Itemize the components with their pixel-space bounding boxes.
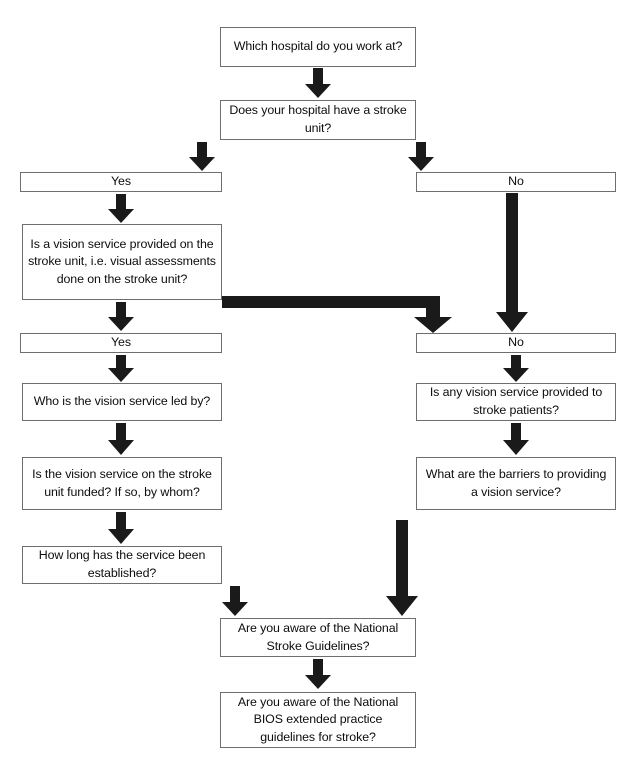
node-any-vision-service: Is any vision service provided to stroke…	[416, 383, 616, 421]
arrow-any-vision-to-barriers	[503, 423, 529, 455]
node-national-stroke-guidelines: Are you aware of the National Stroke Gui…	[220, 618, 416, 657]
node-which-hospital: Which hospital do you work at?	[220, 27, 416, 67]
node-answer-vision-yes: Yes	[20, 333, 222, 353]
arrow-how-long-to-national-guidelines	[222, 586, 248, 616]
node-answer-stroke-unit-yes: Yes	[20, 172, 222, 192]
arrow-barriers-to-national-guidelines-long	[386, 520, 418, 616]
arrow-vision-yes-to-led-by	[108, 355, 134, 382]
arrow-stroke-unit-to-no	[408, 142, 434, 171]
arrow-led-by-to-funded	[108, 423, 134, 455]
node-barriers: What are the barriers to providing a vis…	[416, 457, 616, 510]
node-how-long-established: How long has the service been establishe…	[22, 546, 222, 584]
arrow-vision-question-to-no-elbow	[222, 293, 452, 333]
node-has-stroke-unit: Does your hospital have a stroke unit?	[220, 100, 416, 140]
node-bios-guidelines: Are you aware of the National BIOS exten…	[220, 692, 416, 748]
arrow-hospital-to-stroke-unit	[305, 68, 331, 98]
node-service-funded: Is the vision service on the stroke unit…	[22, 457, 222, 510]
arrow-vision-no-to-any-vision	[503, 355, 529, 382]
arrow-no-to-vision-no-long	[496, 193, 528, 332]
arrow-funded-to-how-long	[108, 512, 134, 544]
arrow-yes-to-vision-question	[108, 194, 134, 223]
arrow-vision-question-to-yes	[108, 302, 134, 331]
arrow-stroke-unit-to-yes	[189, 142, 215, 171]
arrow-national-to-bios	[305, 659, 331, 689]
node-answer-stroke-unit-no: No	[416, 172, 616, 192]
node-service-led-by: Who is the vision service led by?	[22, 383, 222, 421]
node-answer-vision-no: No	[416, 333, 616, 353]
node-vision-service-on-unit: Is a vision service provided on the stro…	[22, 224, 222, 300]
